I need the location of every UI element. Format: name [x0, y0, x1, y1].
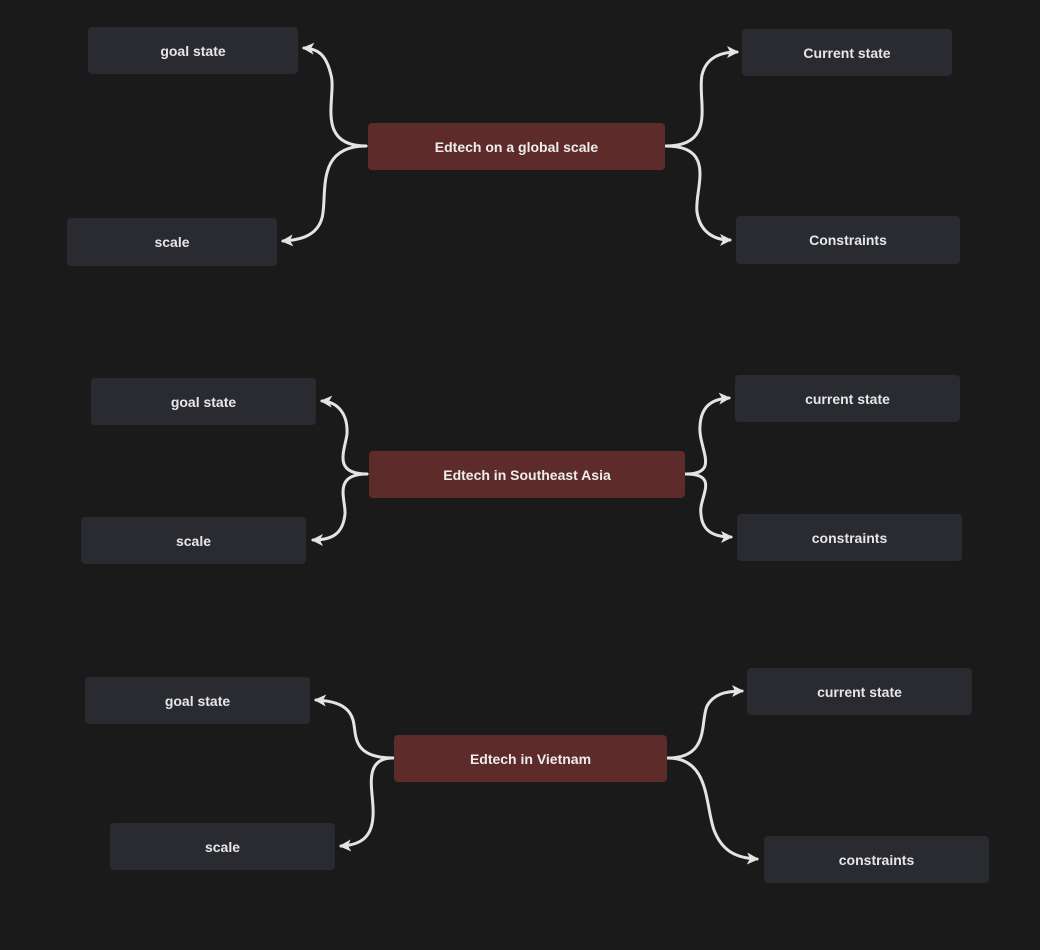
- connector-global-current-state: [664, 46, 739, 148]
- constraints-node-global[interactable]: Constraints: [736, 216, 960, 264]
- goal-state-node-global[interactable]: goal state: [88, 27, 298, 74]
- connector-global-constraints: [664, 144, 732, 246]
- scale-node-vietnam[interactable]: scale: [110, 823, 335, 870]
- scale-node-global[interactable]: scale: [67, 218, 277, 266]
- current-state-node-global[interactable]: Current state: [742, 29, 952, 76]
- current-state-node-vietnam[interactable]: current state: [747, 668, 972, 715]
- connector-global-goal-state: [302, 42, 368, 148]
- connector-vn-scale: [339, 756, 395, 852]
- connector-sea-scale: [311, 472, 369, 546]
- connector-sea-constraints: [684, 472, 733, 543]
- connector-vn-constraints: [666, 756, 759, 865]
- constraints-node-vietnam[interactable]: constraints: [764, 836, 989, 883]
- connector-vn-current-state: [666, 685, 744, 760]
- current-state-node-southeast-asia[interactable]: current state: [735, 375, 960, 422]
- connector-global-scale: [281, 144, 368, 247]
- central-topic-southeast-asia[interactable]: Edtech in Southeast Asia: [369, 451, 685, 498]
- central-topic-global[interactable]: Edtech on a global scale: [368, 123, 665, 170]
- goal-state-node-vietnam[interactable]: goal state: [85, 677, 310, 724]
- connector-vn-goal-state: [314, 694, 395, 760]
- scale-node-southeast-asia[interactable]: scale: [81, 517, 306, 564]
- connector-sea-current-state: [684, 392, 731, 476]
- central-topic-vietnam[interactable]: Edtech in Vietnam: [394, 735, 667, 782]
- constraints-node-southeast-asia[interactable]: constraints: [737, 514, 962, 561]
- goal-state-node-southeast-asia[interactable]: goal state: [91, 378, 316, 425]
- connector-sea-goal-state: [320, 395, 369, 476]
